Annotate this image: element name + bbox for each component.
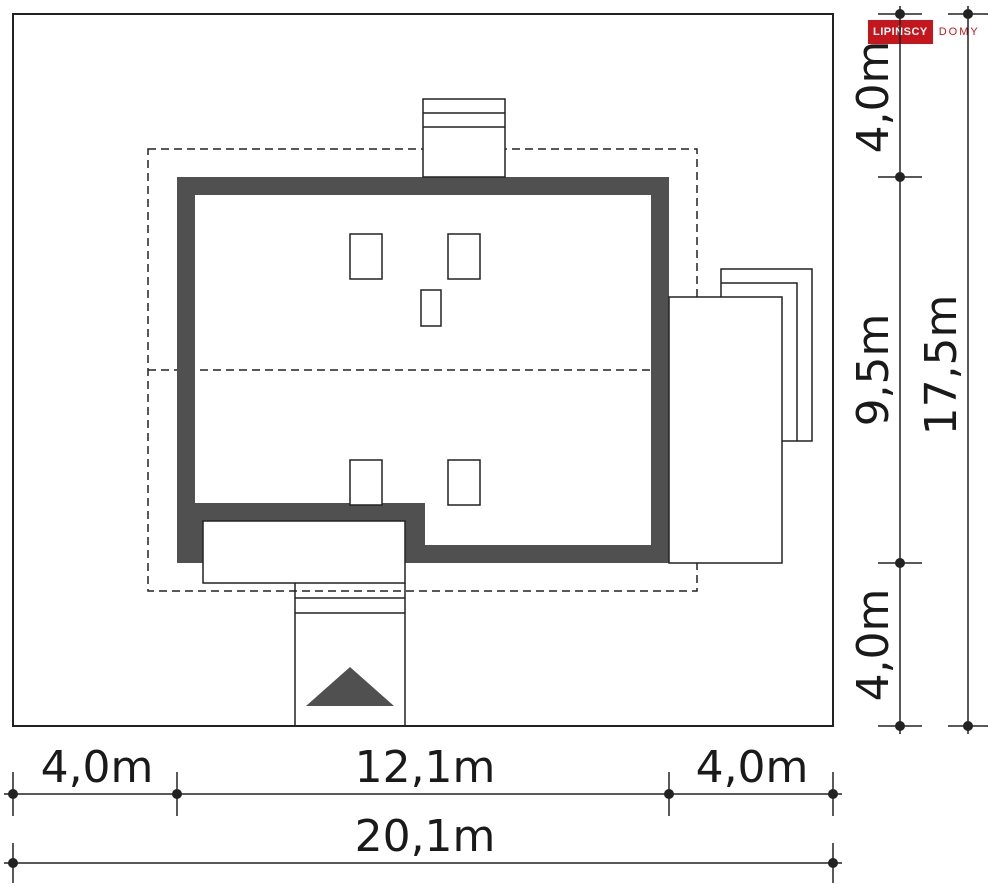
plot-boundary xyxy=(12,13,834,727)
dim-label-house-depth: 9,5m xyxy=(848,314,899,427)
horizontal-dimension-dots xyxy=(8,789,838,868)
dim-label-right-setback: 4,0m xyxy=(696,742,809,793)
dim-label-house-width: 12,1m xyxy=(355,742,496,793)
dim-label-top-setback: 4,0m xyxy=(848,41,899,154)
entrance-porch xyxy=(202,520,406,584)
skylight xyxy=(349,233,383,280)
skylight xyxy=(349,459,383,506)
dim-label-bottom-setback: 4,0m xyxy=(848,589,899,702)
dim-label-total-width: 20,1m xyxy=(355,811,496,862)
driveway xyxy=(294,583,406,726)
dim-label-left-setback: 4,0m xyxy=(41,742,154,793)
skylight xyxy=(447,459,481,506)
dim-label-total-depth: 17,5m xyxy=(916,295,967,436)
entrance-arrow-icon xyxy=(306,667,394,706)
chimney xyxy=(420,289,442,327)
vertical-dimension-dots xyxy=(895,9,973,731)
skylight xyxy=(447,233,481,280)
rear-steps xyxy=(422,98,506,178)
side-terrace xyxy=(668,268,813,564)
